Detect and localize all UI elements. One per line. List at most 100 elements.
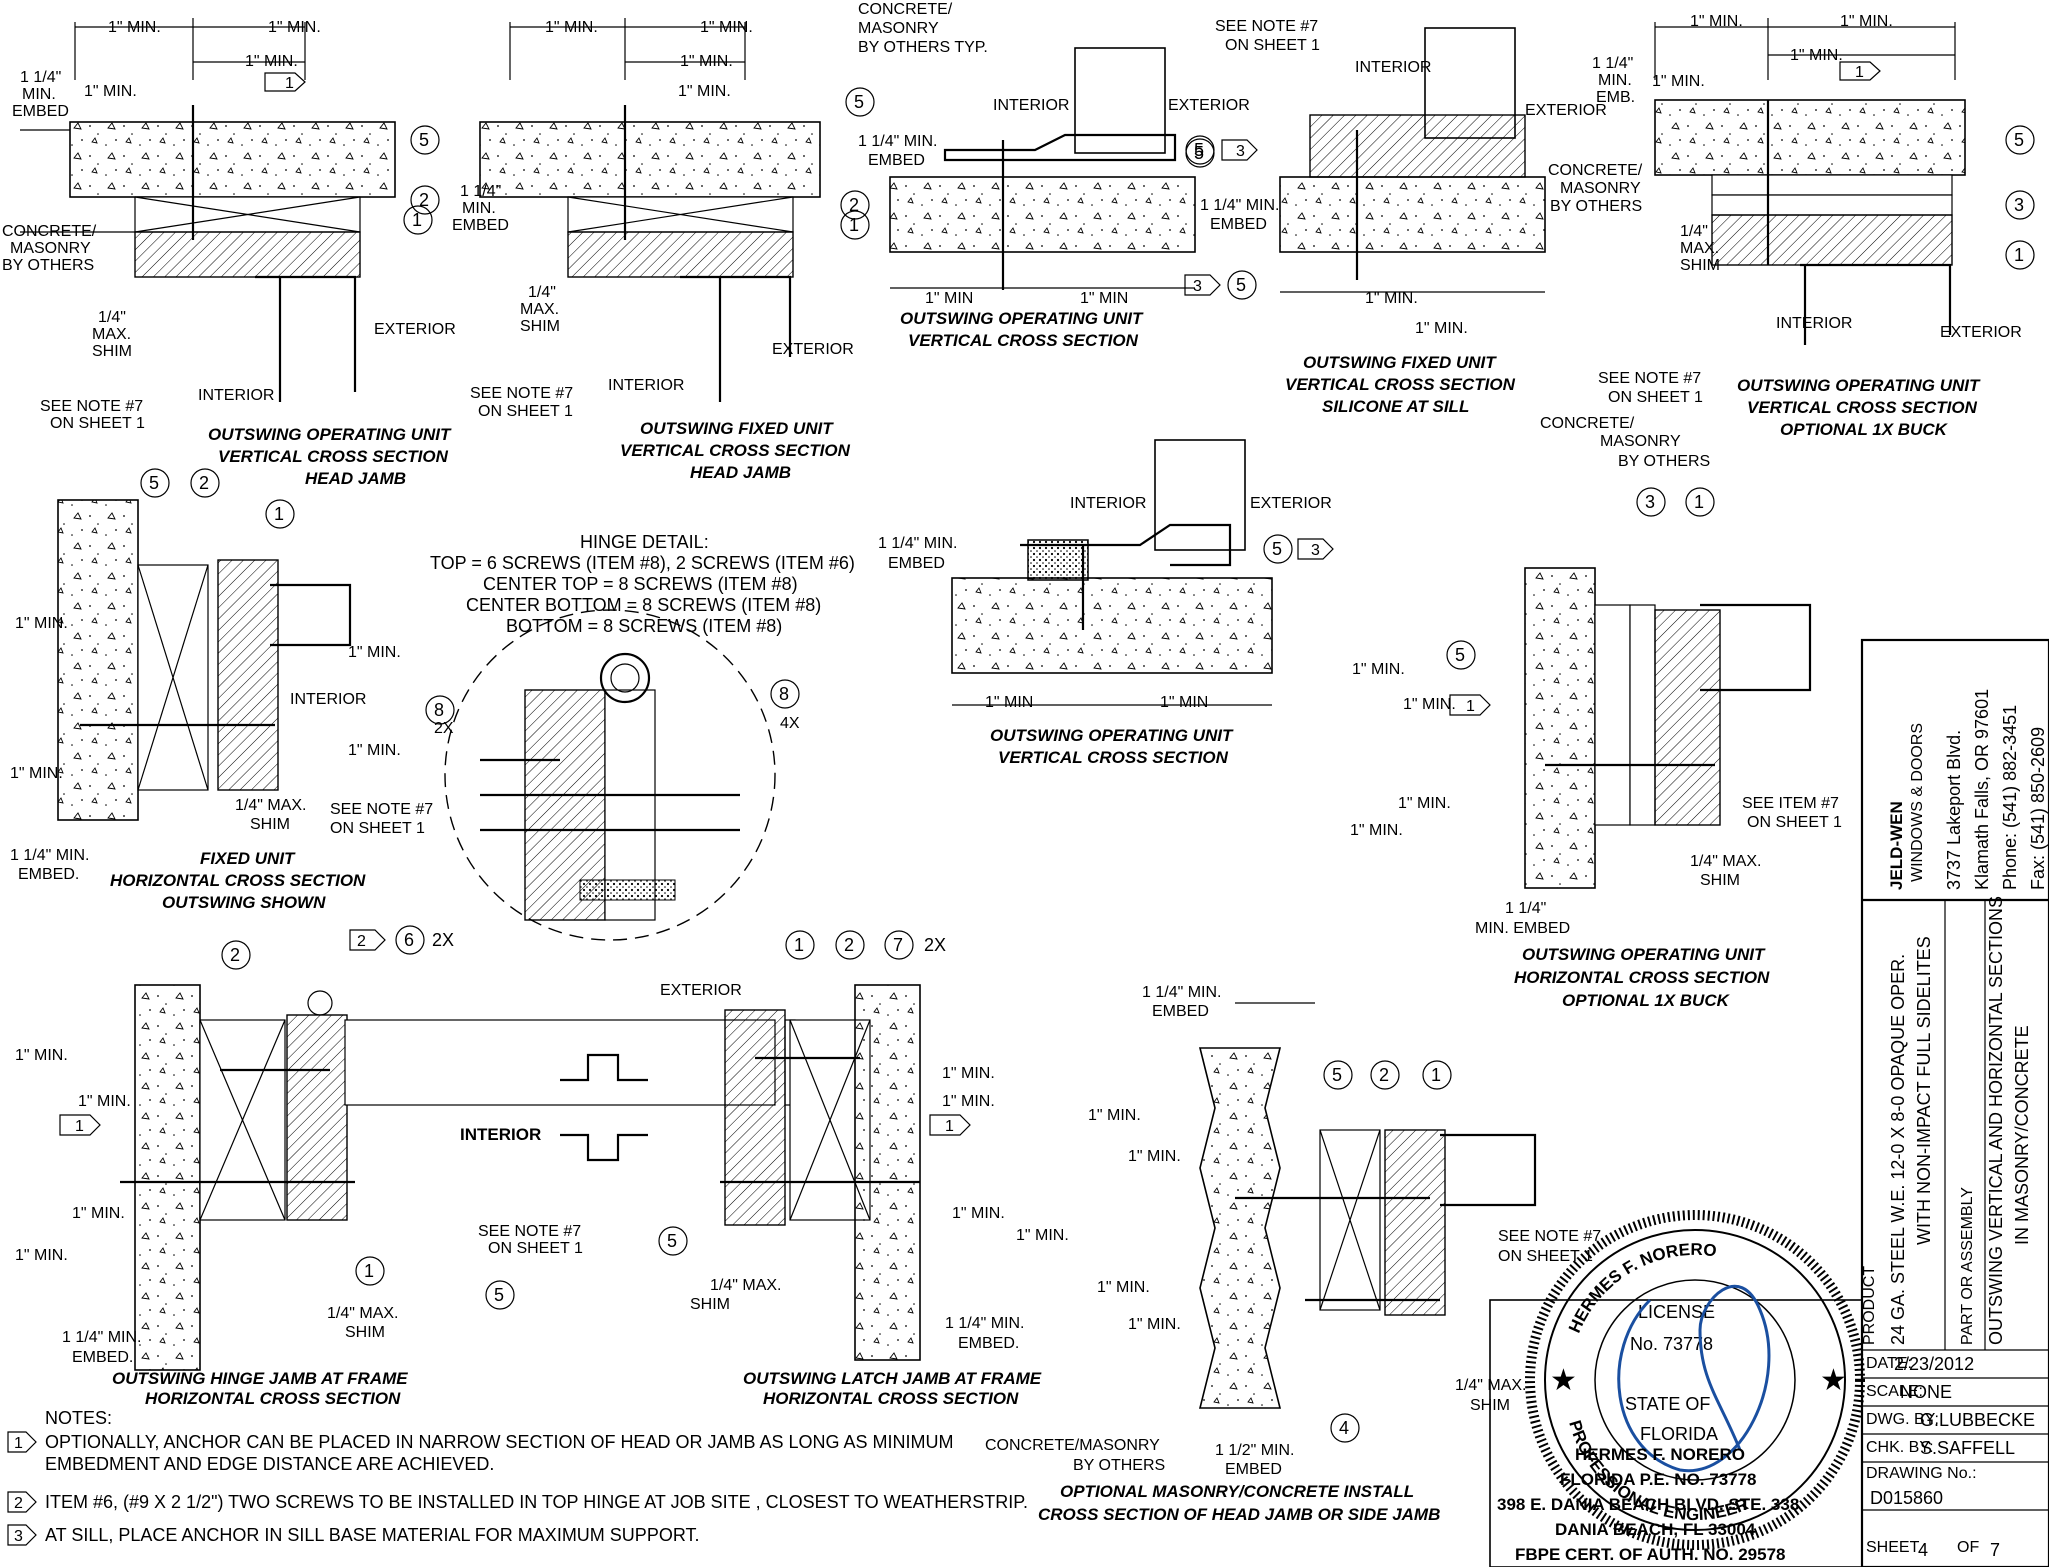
- chk-label: CHK. BY:: [1866, 1439, 1934, 1456]
- detail-op-head-jamb: 1" MIN. 1" MIN. 1" MIN. 1" MIN. 1 1/4" M…: [2, 18, 456, 488]
- dim-label: 1" MIN.: [15, 1247, 68, 1264]
- embed-label: EMB.: [1596, 89, 1635, 106]
- concrete-label: BY OTHERS: [1618, 453, 1710, 470]
- dim-label: 1" MIN.: [108, 19, 161, 36]
- product-label: PRODUCT: [1861, 1266, 1878, 1345]
- dim-label: 1" MIN.: [545, 19, 598, 36]
- callout-2: 2: [844, 935, 854, 955]
- embed-label: EMBED: [1225, 1461, 1282, 1478]
- note-ref: SEE NOTE #7: [330, 801, 433, 818]
- callout-5: 5: [419, 130, 429, 150]
- dim-label: 1" MIN.: [1652, 73, 1705, 90]
- caption: OUTSWING OPERATING UNIT: [990, 726, 1234, 745]
- caption: VERTICAL CROSS SECTION: [620, 441, 851, 460]
- engineer-block: HERMES F. NORERO PROFESSIONAL ENGINEER L…: [1489, 1210, 1865, 1567]
- hinge-title: HINGE DETAIL:: [580, 532, 709, 552]
- callout-2: 2: [1379, 1065, 1389, 1085]
- dim-label: 1" MIN.: [942, 1093, 995, 1110]
- embed-label: MIN.: [462, 200, 496, 217]
- note-flag: 1: [1855, 64, 1864, 81]
- hinge-detail: HINGE DETAIL: TOP = 6 SCREWS (ITEM #8), …: [349, 532, 855, 955]
- caption: OUTSWING OPERATING UNIT: [208, 425, 452, 444]
- chk-value: S.SAFFELL: [1920, 1438, 2015, 1458]
- hinge-line: TOP = 6 SCREWS (ITEM #8), 2 SCREWS (ITEM…: [430, 553, 855, 573]
- seal-state: STATE OF: [1625, 1394, 1710, 1414]
- note-flag: 1: [285, 75, 294, 92]
- dwg-value: G.LUBBECKE: [1920, 1410, 2035, 1430]
- concrete-label: BY OTHERS TYP.: [858, 39, 988, 56]
- callout-5: 5: [1272, 539, 1282, 559]
- note-ref: ON SHEET 1: [478, 403, 573, 420]
- concrete-label: BY OTHERS: [1550, 198, 1642, 215]
- note-text: EMBEDMENT AND EDGE DISTANCE ARE ACHIEVED…: [45, 1454, 494, 1474]
- notes-block: NOTES: 1 OPTIONALLY, ANCHOR CAN BE PLACE…: [7, 1408, 1028, 1546]
- note-ref: ON SHEET 1: [50, 415, 145, 432]
- of-label: OF: [1957, 1539, 1979, 1556]
- embed-label: 1 1/4": [1505, 900, 1546, 917]
- caption: OUTSWING SHOWN: [162, 893, 326, 912]
- dim-label: 1" MIN.: [1128, 1316, 1181, 1333]
- caption: HORIZONTAL CROSS SECTION: [145, 1389, 401, 1408]
- caption: OUTSWING FIXED UNIT: [1303, 353, 1497, 372]
- embed-label: 1 1/4" MIN.: [858, 133, 937, 150]
- engineer-line: HERMES F. NORERO: [1575, 1445, 1745, 1464]
- callout-5: 5: [2014, 130, 2024, 150]
- detail-hinge-latch-jamb: EXTERIOR INTERIOR 1" MIN. 1" MIN. 1 1" M…: [15, 930, 1069, 1408]
- detail-op-vertical-sill: INTERIOR EXTERIOR 1 1/4" MIN. EMBED 1" M…: [858, 47, 1258, 350]
- embed-label: EMBED: [1210, 216, 1267, 233]
- callout-5: 5: [667, 1231, 677, 1251]
- note-text: AT SILL, PLACE ANCHOR IN SILL BASE MATER…: [45, 1525, 700, 1545]
- dim-label: 4X: [780, 715, 800, 732]
- dim-label: 1" MIN.: [1840, 13, 1893, 30]
- note-number: 1: [14, 1435, 23, 1452]
- caption: OUTSWING FIXED UNIT: [640, 419, 834, 438]
- note-ref: SEE NOTE #7: [1598, 370, 1701, 387]
- dim-label: 1" MIN.: [10, 765, 63, 782]
- dim-label: 2X: [434, 720, 454, 737]
- dim-label: 2X: [432, 930, 454, 950]
- dim-label: 1" MIN.: [348, 742, 401, 759]
- concrete-label: MASONRY: [10, 240, 91, 257]
- note-ref: ON SHEET 1: [330, 820, 425, 837]
- date-label: DATE:: [1866, 1355, 1912, 1372]
- shim-label: MAX.: [1680, 240, 1719, 257]
- embed-label: EMBED: [868, 152, 925, 169]
- interior-label: INTERIOR: [290, 691, 366, 708]
- callout-1: 1: [274, 504, 284, 524]
- dim-label: 2X: [924, 935, 946, 955]
- concrete-label: BY OTHERS: [1073, 1457, 1165, 1474]
- part-label: PART OR ASSEMBLY: [1959, 1187, 1976, 1345]
- caption: HORIZONTAL CROSS SECTION: [763, 1389, 1019, 1408]
- dim-label: 1" MIN.: [1097, 1279, 1150, 1296]
- callout-3: 3: [1645, 492, 1655, 512]
- note-ref: SEE ITEM #7: [1742, 795, 1839, 812]
- callout-4: 4: [1339, 1418, 1349, 1438]
- exterior-label: EXTERIOR: [772, 341, 854, 358]
- shim-label: SHIM: [345, 1324, 385, 1341]
- address-line: Klamath Falls, OR 97601: [1972, 689, 1992, 890]
- exterior-label: EXTERIOR: [1250, 495, 1332, 512]
- caption: VERTICAL CROSS SECTION: [908, 331, 1139, 350]
- dim-label: 1" MIN.: [1088, 1107, 1141, 1124]
- shim-label: 1/4": [98, 309, 126, 326]
- embed-label: MIN. EMBED: [1475, 920, 1570, 937]
- callout-1: 1: [1694, 492, 1704, 512]
- hinge-line: BOTTOM = 8 SCREWS (ITEM #8): [506, 616, 782, 636]
- dim-label: 1" MIN: [1080, 290, 1128, 307]
- note-number: 2: [14, 1495, 23, 1512]
- dim-label: 1" MIN.: [84, 83, 137, 100]
- shim-label: 1/4" MAX.: [235, 797, 306, 814]
- embed-label: EMBED.: [72, 1349, 133, 1366]
- dim-label: 1" MIN: [1160, 694, 1208, 711]
- signature-icon: [1617, 1284, 1771, 1473]
- engineer-line: 398 E. DANIA BEACH BLVD. STE. 338: [1497, 1495, 1799, 1514]
- dim-label: 1" MIN: [985, 694, 1033, 711]
- detail-optional-masonry: 1 1/4" MIN. EMBED 1" MIN. 1" MIN. 1" MIN…: [985, 984, 1601, 1524]
- interior-label: INTERIOR: [608, 377, 684, 394]
- of-value: 7: [1990, 1540, 2000, 1560]
- embed-label: EMBED.: [18, 866, 79, 883]
- note-flag: 3: [1193, 278, 1202, 295]
- caption: SILICONE AT SILL: [1322, 397, 1469, 416]
- embed-label: EMBED: [1152, 1003, 1209, 1020]
- address-line: Phone: (541) 882-3451: [2000, 705, 2020, 890]
